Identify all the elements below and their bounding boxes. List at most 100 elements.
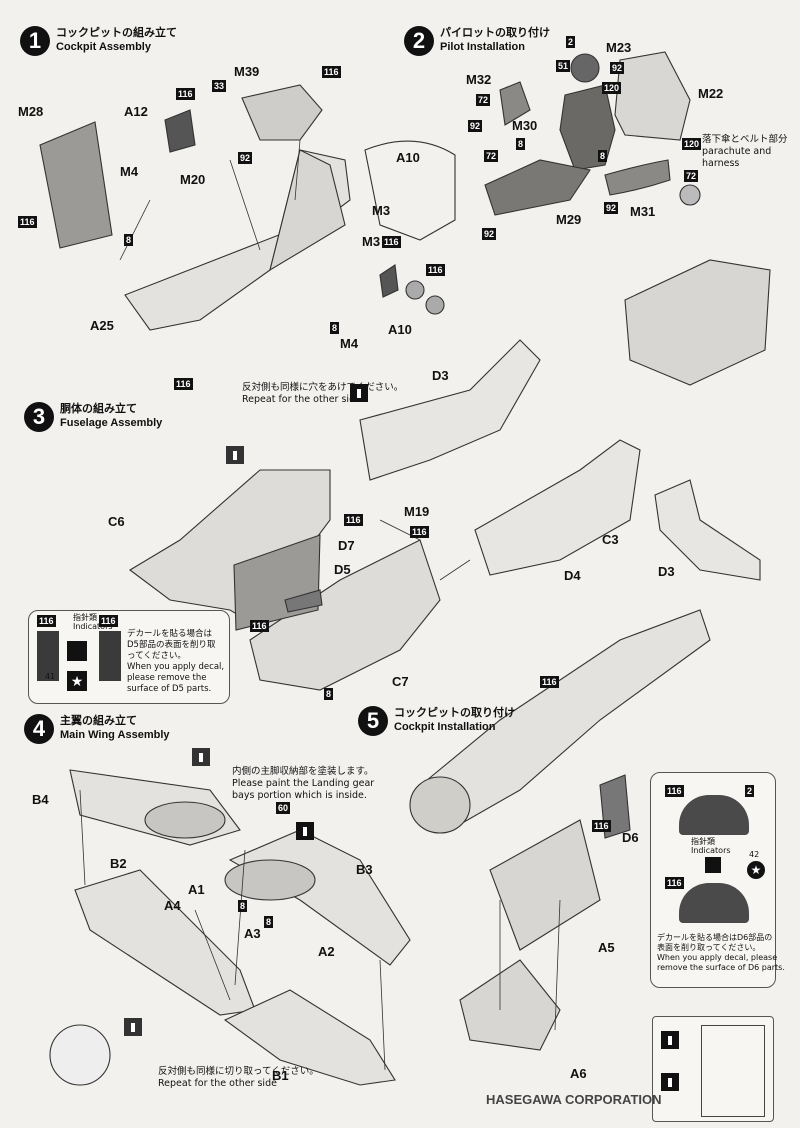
- label-b3: B3: [356, 862, 373, 877]
- color-callout: 116: [592, 820, 611, 832]
- step-number: 3: [24, 402, 54, 432]
- color-callout: 51: [556, 60, 571, 72]
- color-callout: 92: [468, 120, 483, 132]
- detail-view-drawing: [701, 1025, 765, 1117]
- color-callout: 116: [382, 236, 401, 248]
- label-a1: A1: [188, 882, 205, 897]
- part-a6-floor: [459, 959, 561, 1051]
- part-m3-pedal: [379, 264, 399, 298]
- label-m30: M30: [512, 118, 538, 133]
- label-m4: M4: [120, 164, 139, 179]
- part-d3-tail-ref: [654, 479, 761, 581]
- color-callout: 33: [212, 80, 227, 92]
- color-callout: 8: [516, 138, 526, 150]
- color-callout: 116: [410, 526, 429, 538]
- color-callout: 116: [426, 264, 445, 276]
- pilot-ref-head: [679, 184, 701, 206]
- step-title-jp: パイロットの取り付け: [440, 26, 550, 39]
- parachute-note-jp: 落下傘とベルト部分: [702, 134, 788, 145]
- arrow-icon: [67, 641, 87, 661]
- label-m23: M23: [606, 40, 632, 55]
- cockpit-bulkhead: [269, 149, 346, 272]
- label-a10: A10: [388, 322, 412, 337]
- step-title-en: Cockpit Assembly: [56, 41, 151, 53]
- pilot-in-cockpit: [624, 259, 771, 386]
- part-d3-frame: [359, 339, 541, 481]
- color-callout: 116: [665, 877, 684, 889]
- label-a10-detail: A10: [396, 150, 420, 165]
- color-callout: 92: [610, 62, 625, 74]
- decal-number: 42: [749, 850, 760, 859]
- label-d7: D7: [338, 538, 355, 553]
- drill-symbol-icon: [661, 1031, 679, 1049]
- color-callout: 8: [330, 322, 340, 334]
- cockpit-unit: [489, 819, 601, 951]
- step-title-jp: コックピットの組み立て: [56, 26, 177, 39]
- label-d6: D6: [622, 830, 639, 845]
- color-callout: 60: [276, 802, 291, 814]
- pilot-legs: [484, 159, 591, 216]
- detail-view-box: [652, 1016, 774, 1122]
- color-callout: 8: [124, 234, 134, 246]
- assembled-fuselage: [414, 609, 711, 831]
- label-m31: M31: [630, 204, 656, 219]
- part-d5-panel: [284, 589, 323, 613]
- part-a10-wheel: [405, 280, 425, 300]
- color-callout: 72: [684, 170, 699, 182]
- color-callout: 92: [238, 152, 253, 164]
- drill-note: 反対側も同様に穴をあけてください。 Repeat for the other s…: [242, 382, 403, 406]
- color-callout: 8: [238, 900, 248, 912]
- label-m4-right: M4: [340, 336, 359, 351]
- step-number: 4: [24, 714, 54, 744]
- label-a25: A25: [90, 318, 114, 333]
- color-callout: 116: [540, 676, 559, 688]
- part-m28-panel: [39, 121, 113, 249]
- color-callout: 116: [18, 216, 37, 228]
- label-d4: D4: [564, 568, 581, 583]
- instrument-panel-icon: [37, 631, 59, 681]
- gear-bay-paint-area-2: [224, 859, 316, 901]
- part-m32-arm: [499, 81, 531, 126]
- color-callout: 116: [176, 88, 195, 100]
- step-title-jp: 主翼の組み立て: [60, 714, 137, 727]
- paint-symbol-icon: [192, 748, 210, 766]
- label-a4: A4: [164, 898, 181, 913]
- label-m29: M29: [556, 212, 582, 227]
- instrument-panel-decal-icon: [99, 631, 121, 681]
- color-callout: 92: [604, 202, 619, 214]
- label-m19: M19: [404, 504, 430, 519]
- instrument-panel-decal-icon: [679, 883, 749, 923]
- color-callout: 116: [250, 620, 269, 632]
- star-decal-icon: ★: [747, 861, 765, 879]
- step-number: 5: [358, 706, 388, 736]
- label-b4: B4: [32, 792, 49, 807]
- part-m39-seat: [241, 84, 323, 141]
- decal-number: 41: [45, 672, 56, 681]
- parachute-note-en-1: parachute and: [702, 146, 772, 157]
- label-c7: C7: [392, 674, 409, 689]
- drill-symbol-icon: [296, 822, 314, 840]
- drill-symbol-icon: [661, 1073, 679, 1091]
- parachute-note-en-2: harness: [702, 158, 740, 169]
- step-title-jp: コックピットの取り付け: [394, 706, 515, 719]
- color-callout: 116: [665, 785, 684, 797]
- color-callout: 2: [745, 785, 755, 797]
- color-callout: 8: [264, 916, 274, 928]
- color-callout: 8: [598, 150, 608, 162]
- part-a10-wheel-2: [425, 295, 445, 315]
- label-m3: M3: [362, 234, 381, 249]
- step-title-jp: 胴体の組み立て: [60, 402, 137, 415]
- paint-symbol-icon: [124, 1018, 142, 1036]
- parachute-note: 落下傘とベルト部分 parachute and harness: [702, 134, 788, 170]
- label-m22: M22: [698, 86, 724, 101]
- color-callout: 116: [174, 378, 193, 390]
- label-a5: A5: [598, 940, 615, 955]
- drill-note-jp: 反対側も同様に穴をあけてください。: [242, 382, 404, 393]
